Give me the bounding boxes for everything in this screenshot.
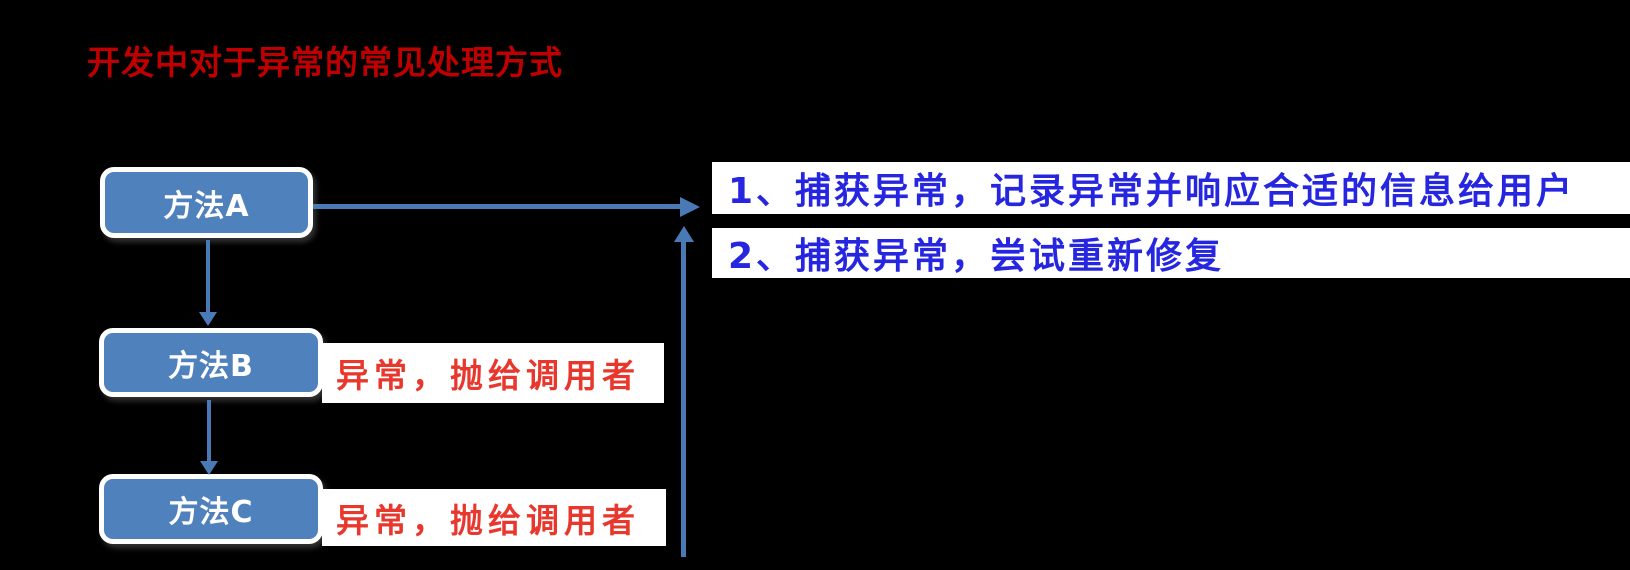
- node-method-b-label: 方法B: [168, 348, 254, 384]
- handling-note-2: 2、捕获异常，尝试重新修复: [712, 228, 1630, 278]
- arrowhead-down-icon: [199, 312, 217, 326]
- node-method-b: 方法B: [99, 328, 323, 397]
- node-method-c-label: 方法C: [168, 495, 254, 530]
- throw-annotation-method-c: 异常，抛给调用者: [322, 489, 666, 546]
- return-flow-line: [681, 240, 686, 557]
- handling-note-1: 1、捕获异常，记录异常并响应合适的信息给用户: [712, 162, 1630, 214]
- connector-a-to-notes-line: [313, 204, 681, 209]
- page-title: 开发中对于异常的常见处理方式: [87, 43, 563, 82]
- arrowhead-down-icon: [200, 461, 218, 475]
- connector-a-to-b-line: [206, 240, 210, 314]
- connector-b-to-c-line: [207, 400, 211, 462]
- arrowhead-up-icon: [674, 226, 694, 242]
- handling-note-2-text: 2、捕获异常，尝试重新修复: [728, 236, 1225, 277]
- handling-note-1-text: 1、捕获异常，记录异常并响应合适的信息给用户: [728, 171, 1576, 212]
- node-method-c: 方法C: [99, 474, 323, 544]
- arrowhead-right-icon: [680, 197, 700, 217]
- throw-annotation-method-b: 异常，抛给调用者: [322, 343, 664, 403]
- throw-annotation-method-c-text: 异常，抛给调用者: [336, 500, 640, 540]
- node-method-a-label: 方法A: [163, 188, 250, 224]
- node-method-a: 方法A: [100, 167, 313, 238]
- throw-annotation-method-b-text: 异常，抛给调用者: [336, 356, 640, 395]
